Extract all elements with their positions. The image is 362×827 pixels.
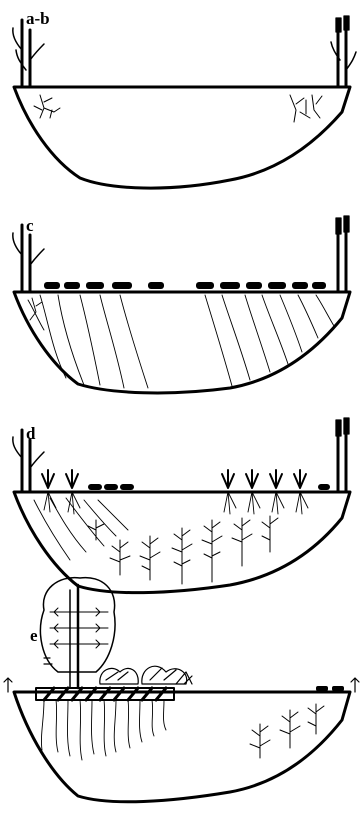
basin-outline	[14, 692, 350, 802]
panel-d	[13, 418, 350, 593]
floating-mats	[88, 484, 330, 490]
right-reeds	[336, 418, 349, 492]
panel-a-b	[13, 16, 356, 188]
right-shore-plant	[351, 678, 359, 692]
right-reeds	[331, 16, 356, 87]
submerged-weeds	[34, 95, 322, 122]
basin-outline	[14, 87, 350, 188]
right-reeds	[336, 216, 349, 292]
plant-roots	[44, 492, 308, 514]
sediment-lines	[34, 498, 128, 560]
left-reeds	[13, 20, 44, 87]
left-reeds	[13, 430, 44, 492]
sediment-lines	[28, 295, 334, 388]
floating-mats	[44, 282, 326, 289]
roots	[41, 700, 166, 760]
basin-outline	[14, 292, 350, 393]
submerged-plants	[88, 516, 278, 584]
left-shore-plant	[4, 678, 12, 692]
peat-layer	[36, 688, 174, 700]
panel-c	[13, 216, 350, 393]
floating-mats	[316, 686, 344, 691]
emergent-plants	[42, 470, 306, 488]
panel-e	[4, 578, 359, 802]
shrubs	[100, 666, 192, 684]
left-reeds	[13, 225, 44, 292]
